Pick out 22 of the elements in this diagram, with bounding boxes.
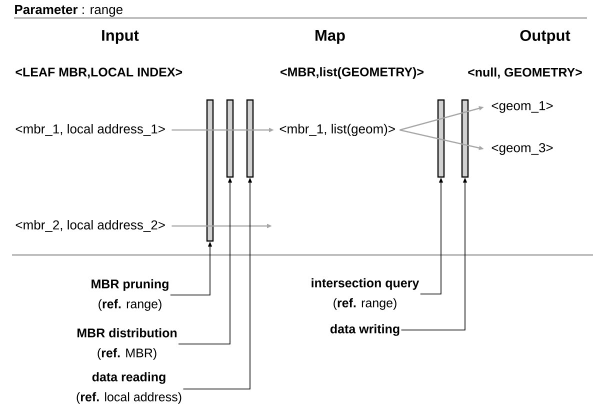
column-heading: Map: [316, 30, 345, 44]
step-label: MBR pruning (ref. range): [92, 279, 168, 311]
bar: [206, 99, 214, 242]
title: Parameter : range: [15, 5, 122, 17]
bar: [461, 99, 469, 178]
type-label: <LEAF MBR,LOCAL INDEX>: [16, 68, 182, 78]
step-label: data writing: [330, 324, 400, 336]
bar: [437, 99, 445, 178]
type-label: <MBR,list(GEOMETRY)>: [280, 67, 424, 79]
step-label: data reading (ref. local address): [76, 372, 182, 404]
column-heading: Input: [102, 30, 139, 44]
tuple-text: <geom_3>: [492, 143, 553, 155]
tuple-text: <geom_1>: [492, 101, 553, 113]
tuple-text: <mbr_2, local address_2>: [16, 220, 165, 232]
bar: [226, 99, 234, 178]
step-label: intersection query (ref. range): [312, 278, 420, 310]
tuple-text: <mbr_1, local address_1>: [16, 124, 165, 136]
type-label: <null, GEOMETRY>: [468, 68, 582, 78]
tuple-text: <mbr_1, list(geom)>: [280, 124, 395, 136]
column-heading: Output: [520, 30, 570, 44]
bar: [246, 99, 254, 178]
step-label: MBR distribution (ref. MBR): [78, 328, 177, 360]
